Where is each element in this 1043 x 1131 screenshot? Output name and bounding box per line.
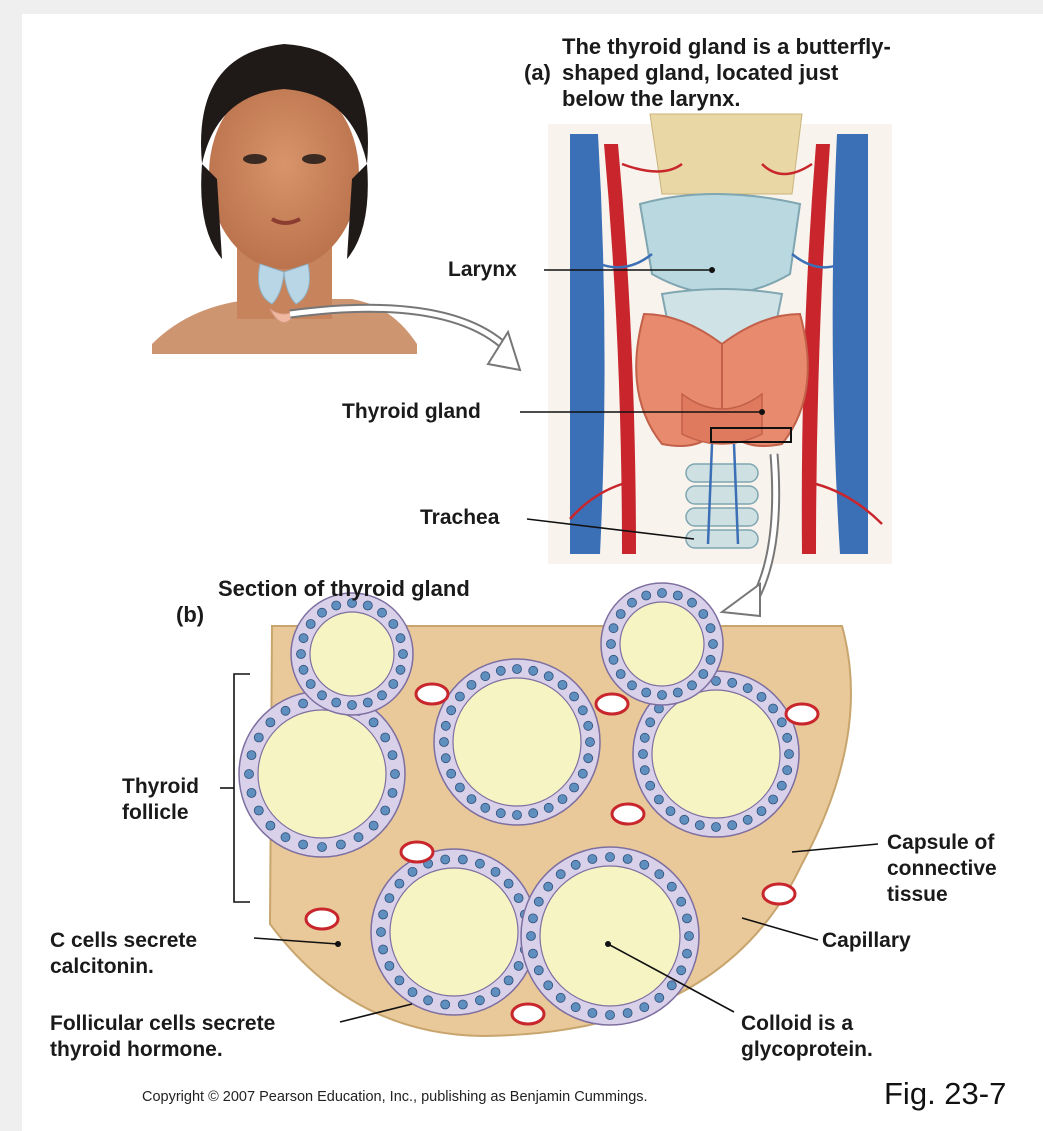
caption-b: (b)	[176, 576, 204, 628]
thyroid-follicle	[434, 659, 600, 825]
caption-a-text: The thyroid gland is a butterfly- shaped…	[562, 34, 891, 112]
thyroid-follicle	[291, 593, 413, 715]
capillary	[786, 704, 818, 724]
capillary	[306, 909, 338, 929]
capillary	[596, 694, 628, 714]
label-c-cells: C cells secrete calcitonin.	[50, 928, 197, 980]
thyroid-follicle	[371, 849, 537, 1015]
neck-anatomy-illustration	[548, 114, 892, 564]
thyroid-follicle	[601, 583, 723, 705]
caption-b-tag: (b)	[176, 602, 204, 627]
caption-a: (a)	[524, 34, 551, 86]
colloid	[310, 612, 394, 696]
label-larynx: Larynx	[448, 257, 517, 283]
label-thyroid-gland: Thyroid gland	[342, 399, 481, 425]
colloid	[652, 690, 780, 818]
colloid	[620, 602, 704, 686]
thyroid-follicle	[521, 847, 699, 1025]
copyright-text: Copyright © 2007 Pearson Education, Inc.…	[142, 1089, 648, 1105]
figure-number: Fig. 23-7	[884, 1076, 1006, 1112]
thyroid-figure: (a) The thyroid gland is a butterfly- sh…	[22, 14, 1043, 1131]
colloid	[540, 866, 680, 1006]
capillary	[401, 842, 433, 862]
thyroid-follicle	[239, 691, 405, 857]
caption-a-tag: (a)	[524, 60, 551, 85]
label-capillary: Capillary	[822, 928, 911, 954]
label-colloid: Colloid is a glycoprotein.	[741, 1011, 873, 1063]
label-capsule: Capsule of connective tissue	[887, 830, 997, 908]
colloid	[453, 678, 581, 806]
label-trachea: Trachea	[420, 505, 499, 531]
label-follicular-cells: Follicular cells secrete thyroid hormone…	[50, 1011, 275, 1063]
colloid	[258, 710, 386, 838]
capillary	[512, 1004, 544, 1024]
colloid	[390, 868, 518, 996]
capillary	[763, 884, 795, 904]
capillary	[612, 804, 644, 824]
caption-b-text: Section of thyroid gland	[218, 576, 470, 602]
capillary	[416, 684, 448, 704]
label-thyroid-follicle: Thyroid follicle	[122, 774, 199, 826]
thyroid-section-illustration	[239, 583, 851, 1036]
